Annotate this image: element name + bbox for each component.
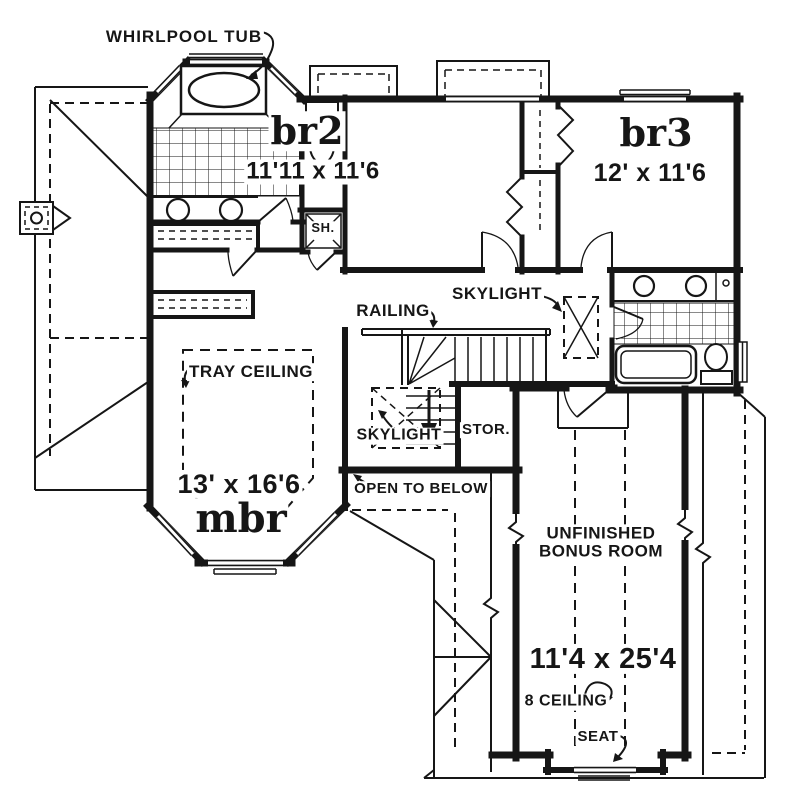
skylight-upper-box bbox=[563, 296, 599, 359]
railing-label: RAILING bbox=[354, 301, 432, 321]
chimney bbox=[19, 201, 72, 235]
br2-room-name: br2 bbox=[268, 108, 346, 154]
hall-vanity-sinks bbox=[612, 271, 737, 302]
br3-room-name: br3 bbox=[617, 110, 695, 156]
bonus-entry-vestibule bbox=[557, 388, 629, 429]
whirlpool-tub-label: WHIRLPOOL TUB bbox=[103, 27, 265, 47]
closet-rod-shelf-lines bbox=[158, 110, 541, 309]
open-to-below-label: OPEN TO BELOW bbox=[352, 480, 490, 498]
roof-outline-right bbox=[702, 391, 766, 778]
mbr-room-name: mbr bbox=[193, 495, 289, 543]
wall-break-symbols bbox=[482, 508, 712, 622]
skylight-upper-label: SKYLIGHT bbox=[450, 284, 544, 304]
br3-room-dims: 12' x 11'6 bbox=[591, 159, 709, 187]
master-vanity-sinks bbox=[152, 196, 258, 223]
bonus-ceiling-label: 8 CEILING bbox=[522, 692, 610, 711]
bathtub bbox=[614, 344, 698, 385]
roof-outline-garage bbox=[349, 473, 764, 779]
br2-room-dims: 11'11 x 11'6 bbox=[244, 157, 382, 185]
bonus-room-name: UNFINISHED BONUS ROOM bbox=[537, 523, 665, 560]
bifold-closet-doors bbox=[505, 104, 575, 238]
skylight-lower-label: SKYLIGHT bbox=[354, 426, 444, 445]
dormer-boxes bbox=[309, 60, 550, 98]
bonus-truss-lines bbox=[574, 430, 626, 750]
hall-toilet bbox=[700, 343, 733, 385]
seat-label: SEAT bbox=[575, 728, 621, 746]
door-swings bbox=[227, 104, 644, 418]
mbr-room-dims: 13' x 16'6 bbox=[175, 468, 303, 499]
tray-ceiling-label: TRAY CEILING bbox=[186, 362, 316, 382]
stair-railing bbox=[361, 328, 551, 385]
roof-outline-left bbox=[34, 86, 150, 491]
shower-label: SH. bbox=[311, 220, 335, 236]
whirlpool-tub-fixture bbox=[168, 64, 280, 129]
windows bbox=[154, 53, 748, 781]
storage-label: STOR. bbox=[459, 421, 513, 439]
bonus-room-dims: 11'4 x 25'4 bbox=[527, 642, 679, 675]
